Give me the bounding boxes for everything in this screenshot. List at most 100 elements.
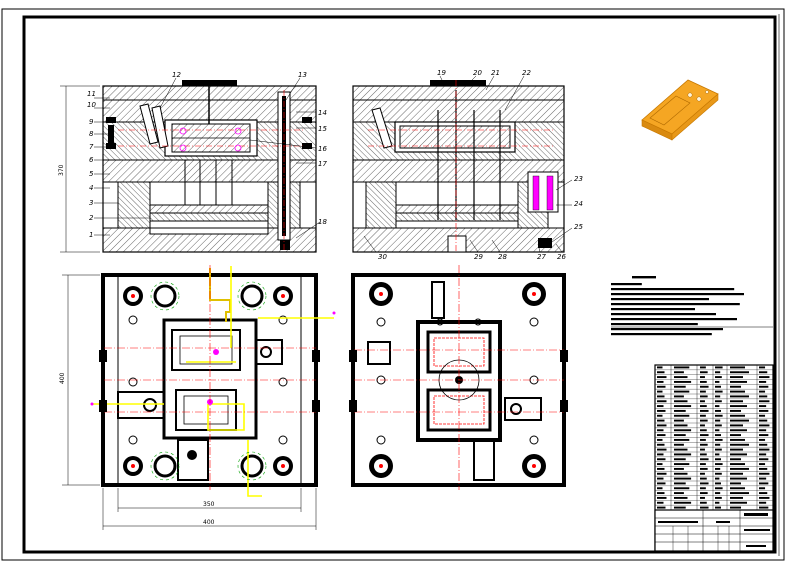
bom-cell bbox=[657, 385, 666, 388]
bom-cell bbox=[730, 419, 749, 422]
bom-cell bbox=[674, 424, 688, 427]
bom-cell bbox=[759, 496, 770, 499]
bom-cell bbox=[674, 487, 690, 490]
bom-cell bbox=[700, 380, 707, 383]
part-label-6: 6 bbox=[89, 156, 94, 164]
bom-cell bbox=[759, 487, 766, 490]
bom-cell bbox=[715, 376, 722, 379]
part-label-27: 27 bbox=[537, 253, 546, 261]
part-label-20: 20 bbox=[473, 69, 482, 77]
bom-cell bbox=[715, 506, 721, 509]
part-label-1: 1 bbox=[89, 231, 93, 239]
part-label-15: 15 bbox=[318, 125, 327, 133]
plan-dimensions bbox=[62, 274, 317, 530]
bom-cell bbox=[674, 453, 692, 456]
bom-cell bbox=[657, 376, 667, 379]
bom-cell bbox=[657, 419, 665, 422]
bom-cell bbox=[715, 463, 723, 466]
part-label-14: 14 bbox=[318, 109, 327, 117]
bom-cell bbox=[674, 482, 686, 485]
tech-requirement-line bbox=[611, 313, 716, 316]
bom-cell bbox=[759, 419, 768, 422]
bom-cell bbox=[657, 390, 663, 393]
part-label-29: 29 bbox=[474, 253, 483, 261]
bom-cell bbox=[674, 400, 688, 403]
bom-cell bbox=[715, 366, 723, 369]
part-label-21: 21 bbox=[491, 69, 500, 77]
bom-cell bbox=[759, 380, 767, 383]
bom-cell bbox=[674, 419, 684, 422]
bom-cell bbox=[674, 492, 684, 495]
sheet-border bbox=[1, 8, 785, 561]
bom-cell bbox=[657, 400, 667, 403]
bom-cell bbox=[700, 429, 707, 432]
bom-cell bbox=[730, 472, 743, 475]
bom-cell bbox=[715, 390, 723, 393]
bom-cell bbox=[674, 409, 686, 412]
bom-cell bbox=[715, 385, 721, 388]
tech-requirement-line bbox=[611, 283, 642, 286]
bom-cell bbox=[657, 405, 664, 408]
bom-cell bbox=[700, 482, 709, 485]
bom-cell bbox=[759, 463, 766, 466]
bom-cell bbox=[657, 467, 665, 470]
bom-cell bbox=[759, 434, 769, 437]
plan-view-right bbox=[349, 265, 568, 490]
tech-requirement-line bbox=[611, 333, 712, 336]
bom-cell bbox=[730, 400, 743, 403]
bom-cell bbox=[700, 385, 709, 388]
bom-cell bbox=[657, 448, 667, 451]
bom-cell bbox=[657, 380, 664, 383]
bom-cell bbox=[657, 409, 666, 412]
bom-cell bbox=[715, 405, 720, 408]
side-view-labels bbox=[363, 75, 573, 253]
bom-cell bbox=[657, 371, 665, 374]
isometric-part bbox=[641, 79, 719, 141]
bom-cell bbox=[730, 434, 741, 437]
part-label-25: 25 bbox=[574, 223, 583, 231]
bom-cell bbox=[657, 458, 666, 461]
bom-cell bbox=[715, 395, 721, 398]
bom-cell bbox=[674, 366, 690, 369]
bom-cell bbox=[700, 438, 706, 441]
bom-cell bbox=[715, 371, 721, 374]
bom-cell bbox=[730, 501, 747, 504]
bom-cell bbox=[715, 409, 721, 412]
bom-cell bbox=[700, 371, 708, 374]
bom-cell bbox=[730, 482, 741, 485]
bom-cell bbox=[674, 448, 688, 451]
bom-cell bbox=[730, 487, 745, 490]
bom-cell bbox=[730, 443, 749, 446]
part-label-16: 16 bbox=[318, 145, 327, 153]
bom-cell bbox=[715, 472, 722, 475]
bom-cell bbox=[730, 395, 749, 398]
bom-cell bbox=[759, 376, 770, 379]
part-label-2: 2 bbox=[89, 214, 94, 222]
bom-cell bbox=[657, 477, 664, 480]
part-label-28: 28 bbox=[498, 253, 507, 261]
bom-cell bbox=[759, 467, 768, 470]
bom-cell bbox=[730, 390, 745, 393]
bom-cell bbox=[700, 467, 708, 470]
part-label-17: 17 bbox=[318, 160, 327, 168]
bom-cell bbox=[657, 438, 663, 441]
part-label-10: 10 bbox=[87, 101, 96, 109]
dim-plan-inner-width: 350 bbox=[203, 501, 215, 508]
part-label-24: 24 bbox=[574, 200, 583, 208]
bom-cell bbox=[715, 424, 722, 427]
bom-cell bbox=[700, 434, 709, 437]
bom-cell bbox=[674, 472, 688, 475]
bom-cell bbox=[700, 376, 705, 379]
bom-cell bbox=[700, 390, 706, 393]
dim-overall-height: 370 bbox=[58, 164, 65, 176]
part-label-12: 12 bbox=[172, 71, 181, 79]
bom-cell bbox=[657, 414, 663, 417]
part-label-9: 9 bbox=[89, 118, 94, 126]
bom-cell bbox=[657, 366, 663, 369]
bom-cell bbox=[730, 366, 745, 369]
part-label-3: 3 bbox=[89, 199, 93, 207]
bom-cell bbox=[674, 467, 684, 470]
bom-cell bbox=[730, 376, 743, 379]
bom-cell bbox=[674, 496, 688, 499]
bom-cell bbox=[674, 376, 688, 379]
